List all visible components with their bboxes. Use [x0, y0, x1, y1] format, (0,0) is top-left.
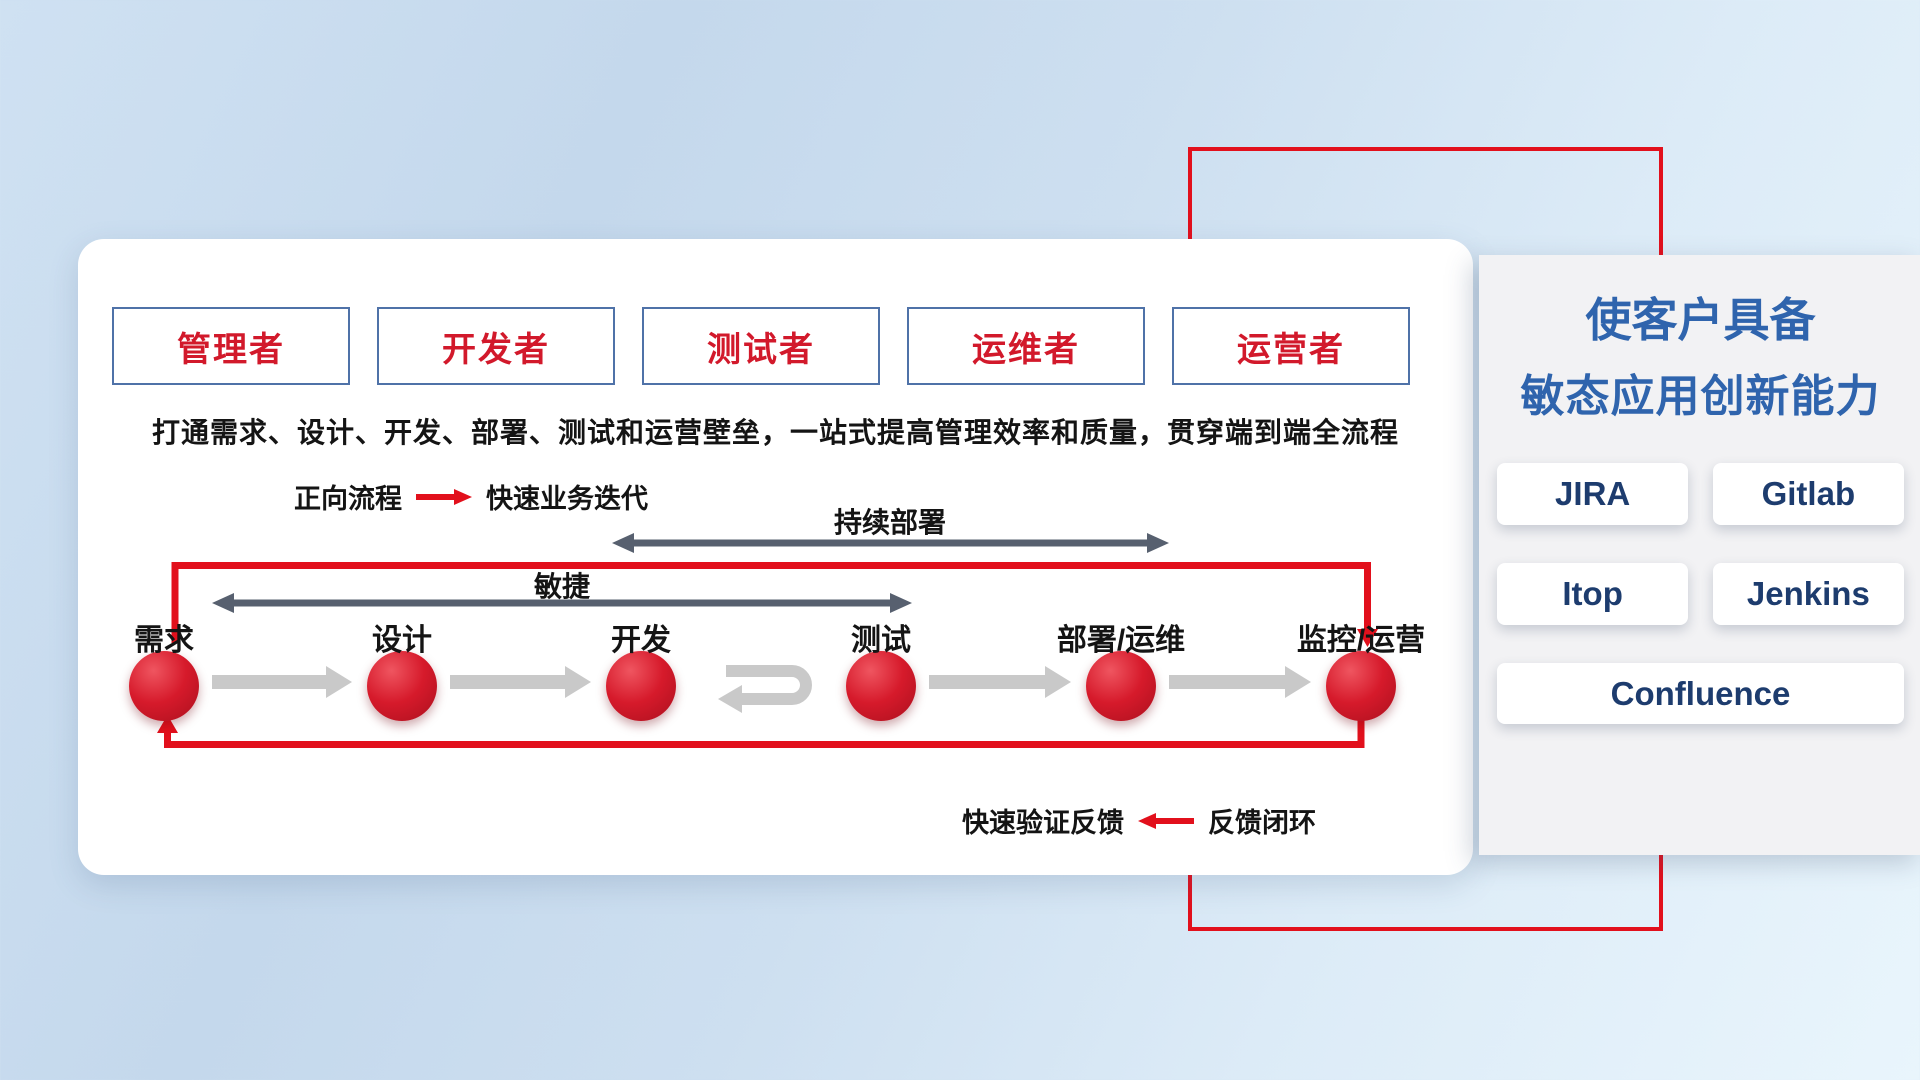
legend-feedback-desc: 反馈闭环	[1208, 808, 1316, 838]
stage-label: 设计	[372, 624, 432, 657]
capability-title-line2: 敏态应用创新能力	[1520, 372, 1881, 421]
legend-forward-desc: 快速业务迭代	[486, 484, 648, 514]
stage-circle	[846, 651, 916, 721]
process-subtitle: 打通需求、设计、开发、部署、测试和运营壁垒，一站式提高管理效率和质量，贯穿端到端…	[151, 417, 1399, 448]
role-box-manager: 管理者	[112, 307, 350, 385]
role-box-operator: 运营者	[1172, 307, 1410, 385]
tool-chip-gitlab: Gitlab	[1712, 463, 1904, 525]
tool-chip-confluence: Confluence	[1497, 663, 1904, 724]
capability-title-line1: 使客户具备	[1585, 294, 1816, 346]
role-box-developer: 开发者	[377, 307, 615, 385]
stage-development: 开发	[561, 615, 721, 721]
role-label: 运营者	[1237, 330, 1345, 369]
legend-forward: 正向流程 快速业务迭代	[294, 477, 648, 516]
tool-grid: JIRA Gitlab Itop Jenkins Confluence	[1497, 463, 1904, 724]
stage-requirements: 需求	[84, 615, 244, 721]
stage-circle	[1326, 651, 1396, 721]
role-box-ops: 运维者	[907, 307, 1145, 385]
stage-circle	[129, 651, 199, 721]
process-card: 管理者 开发者 测试者 运维者 运营者 打通需求、设计、开发、部署、测试和运营壁…	[78, 239, 1473, 875]
loop-arrow-icon	[718, 665, 812, 713]
stage-circle	[367, 651, 437, 721]
legend-feedback-label: 快速验证反馈	[962, 808, 1124, 838]
role-label: 运维者	[972, 330, 1080, 369]
continuous-deploy-label: 持续部署	[833, 507, 946, 538]
red-left-arrow-icon	[1138, 812, 1194, 829]
role-label: 测试者	[707, 330, 815, 369]
stage-label: 需求	[134, 624, 194, 657]
role-box-tester: 测试者	[642, 307, 880, 385]
role-row: 管理者 开发者 测试者 运维者 运营者	[112, 307, 1410, 385]
red-right-arrow-icon	[416, 488, 472, 505]
legend-forward-label: 正向流程	[294, 484, 402, 514]
stage-label: 测试	[851, 624, 911, 657]
stage-label: 监控/运营	[1296, 624, 1426, 657]
stage-design: 设计	[322, 615, 482, 721]
stage-circle	[1086, 651, 1156, 721]
agile-label: 敏捷	[533, 571, 590, 602]
role-label: 管理者	[177, 330, 285, 369]
stage-circle	[606, 651, 676, 721]
stage-label: 部署/运维	[1056, 624, 1186, 657]
legend-feedback: 快速验证反馈 反馈闭环	[962, 801, 1316, 840]
role-label: 开发者	[442, 330, 550, 369]
stage-monitor-operate: 监控/运营	[1281, 615, 1441, 721]
stage-deploy-ops: 部署/运维	[1041, 615, 1201, 721]
tool-chip-jira: JIRA	[1497, 463, 1689, 525]
tool-chip-jenkins: Jenkins	[1712, 563, 1904, 625]
capability-panel: 使客户具备 敏态应用创新能力 JIRA Gitlab Itop Jenkins …	[1479, 255, 1920, 855]
stage-testing: 测试	[801, 615, 961, 721]
stage-label: 开发	[611, 624, 671, 657]
tool-chip-itop: Itop	[1497, 563, 1689, 625]
